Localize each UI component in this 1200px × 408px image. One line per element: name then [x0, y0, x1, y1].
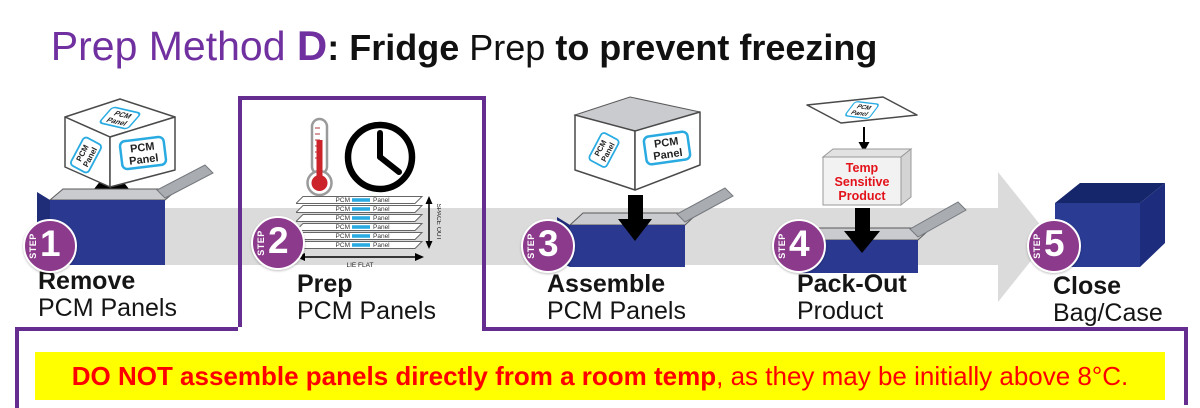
- pcm-label: PCM: [336, 242, 350, 249]
- title-tail: to prevent freezing: [555, 27, 878, 69]
- sensitive-label: Sensitive: [835, 175, 890, 189]
- panel-stack-icon: PCM Panel PCM Panel PCM Panel PCM Panel PCM P…: [296, 196, 441, 269]
- step5-caption: Close Bag/Case: [1053, 273, 1163, 327]
- title-prep: Prep: [459, 27, 556, 69]
- pcm-label: PCM: [653, 135, 679, 150]
- down-arrow-icon: [618, 195, 652, 241]
- step-badge-1: STEP 1: [23, 219, 77, 273]
- connector-line-right-horizontal: [482, 327, 1188, 331]
- connector-line-left-vertical: [15, 327, 19, 408]
- step2-subtitle: PCM Panels: [297, 297, 436, 325]
- pcm-panel-open-box-icon: PCM Panel PCM Panel: [573, 96, 701, 191]
- step-number: 3: [538, 223, 559, 264]
- step3-title: Assemble: [547, 270, 666, 298]
- title-fridge: Fridge: [349, 27, 460, 69]
- pcm-label: PCM: [336, 224, 350, 231]
- step-word: STEP: [1032, 233, 1042, 259]
- flat-panel-icon: PCM Panel: [806, 96, 918, 124]
- panel-label: Panel: [653, 147, 684, 163]
- step3-subtitle: PCM Panels: [547, 297, 686, 325]
- pack-out-icon: PCM Panel Temp Sensitive Product: [790, 96, 967, 273]
- step-word: STEP: [526, 233, 536, 259]
- step5-subtitle: Bag/Case: [1053, 299, 1163, 327]
- product-label: Product: [838, 189, 886, 203]
- temp-sensitive-product-box-icon: Temp Sensitive Product: [821, 147, 913, 207]
- assemble-panels-icon: PCM Panel PCM Panel: [557, 96, 734, 267]
- step4-subtitle: Product: [797, 297, 884, 325]
- temp-label: Temp: [846, 161, 879, 175]
- step-word: STEP: [777, 233, 787, 259]
- step3-caption: Assemble PCM Panels: [547, 271, 686, 325]
- step2-caption: Prep PCM Panels: [297, 271, 436, 325]
- step2-highlight-box: [238, 96, 486, 327]
- remove-panels-icon: PCM Panel PCM Panel PCM Panel: [37, 98, 214, 265]
- step1-caption: Remove PCM Panels: [38, 268, 177, 322]
- step-number: 4: [789, 223, 810, 264]
- step-badge-3: STEP 3: [521, 219, 575, 273]
- step-badge-5: STEP 5: [1027, 219, 1081, 273]
- step-word: STEP: [256, 230, 266, 256]
- panel-label: Panel: [373, 206, 390, 213]
- panel-label: Panel: [373, 233, 390, 240]
- clock-icon: [344, 121, 416, 193]
- pcm-label: PCM: [336, 206, 350, 213]
- panel-label: Panel: [373, 197, 390, 204]
- step1-subtitle: PCM Panels: [38, 294, 177, 322]
- step-badge-4: STEP 4: [772, 219, 826, 273]
- step-number: 5: [1044, 223, 1065, 264]
- step-word: STEP: [28, 233, 38, 259]
- pcm-label: PCM: [855, 104, 873, 112]
- title-method: Prep Method: [50, 23, 297, 70]
- title-colon: :: [327, 27, 350, 69]
- pcm-label: PCM: [336, 233, 350, 240]
- warning-banner: DO NOT assemble panels directly from a r…: [35, 352, 1165, 400]
- thermometer-icon: [306, 117, 333, 197]
- connector-line-left-horizontal: [15, 327, 238, 331]
- step-badge-2: STEP 2: [251, 216, 305, 270]
- step2-title: Prep: [297, 270, 353, 298]
- step-number: 1: [40, 223, 61, 264]
- page-title: Prep Method D: Fridge Prep to prevent fr…: [33, 2, 878, 91]
- warning-bold-text: DO NOT assemble panels directly from a r…: [71, 360, 717, 391]
- pcm-label: PCM: [112, 109, 134, 120]
- panel-stack-rows: PCM Panel PCM Panel PCM Panel PCM Panel PCM P…: [296, 196, 424, 249]
- space-out-dimension: SPACE OUT: [425, 196, 441, 249]
- panel-label: Panel: [373, 224, 390, 231]
- down-arrow-icon: [844, 208, 880, 253]
- step5-title: Close: [1053, 272, 1122, 300]
- pcm-label: PCM: [130, 141, 156, 156]
- pcm-label: PCM: [336, 197, 350, 204]
- lie-flat-label: LIE FLAT: [347, 262, 374, 269]
- panel-label: Panel: [104, 116, 129, 128]
- step1-title: Remove: [38, 267, 136, 295]
- step-number: 2: [268, 220, 289, 261]
- warning-regular-text: , as they may be initially above 8°C.: [716, 360, 1129, 391]
- step4-title: Pack-Out: [797, 270, 907, 298]
- prep-time-temp-icon: [306, 117, 416, 197]
- title-letter: D: [296, 22, 328, 70]
- panel-label: Panel: [373, 242, 390, 249]
- small-down-arrow-icon: [858, 127, 870, 152]
- space-out-label: SPACE OUT: [435, 203, 441, 240]
- panel-label: Panel: [849, 110, 870, 118]
- panel-label: Panel: [129, 152, 160, 167]
- panel-label: Panel: [373, 215, 390, 222]
- step4-caption: Pack-Out Product: [797, 271, 907, 325]
- pcm-label: PCM: [336, 215, 350, 222]
- pcm-panel-cube-icon: PCM Panel PCM Panel PCM Panel: [64, 98, 176, 188]
- lie-flat-dimension: LIE FLAT: [296, 253, 424, 269]
- connector-line-right-vertical: [1184, 327, 1188, 405]
